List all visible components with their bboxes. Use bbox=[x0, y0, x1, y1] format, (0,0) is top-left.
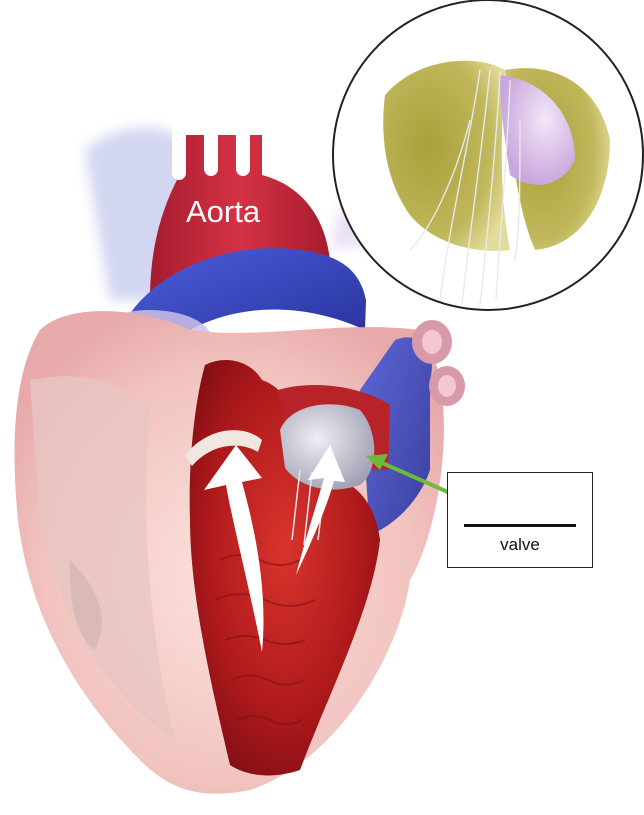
answer-label-box: valve bbox=[447, 472, 593, 568]
aorta-label: Aorta bbox=[186, 194, 261, 229]
valve-closeup-inset bbox=[333, 0, 643, 310]
answer-blank-line bbox=[464, 524, 576, 527]
valve-label: valve bbox=[448, 535, 592, 555]
